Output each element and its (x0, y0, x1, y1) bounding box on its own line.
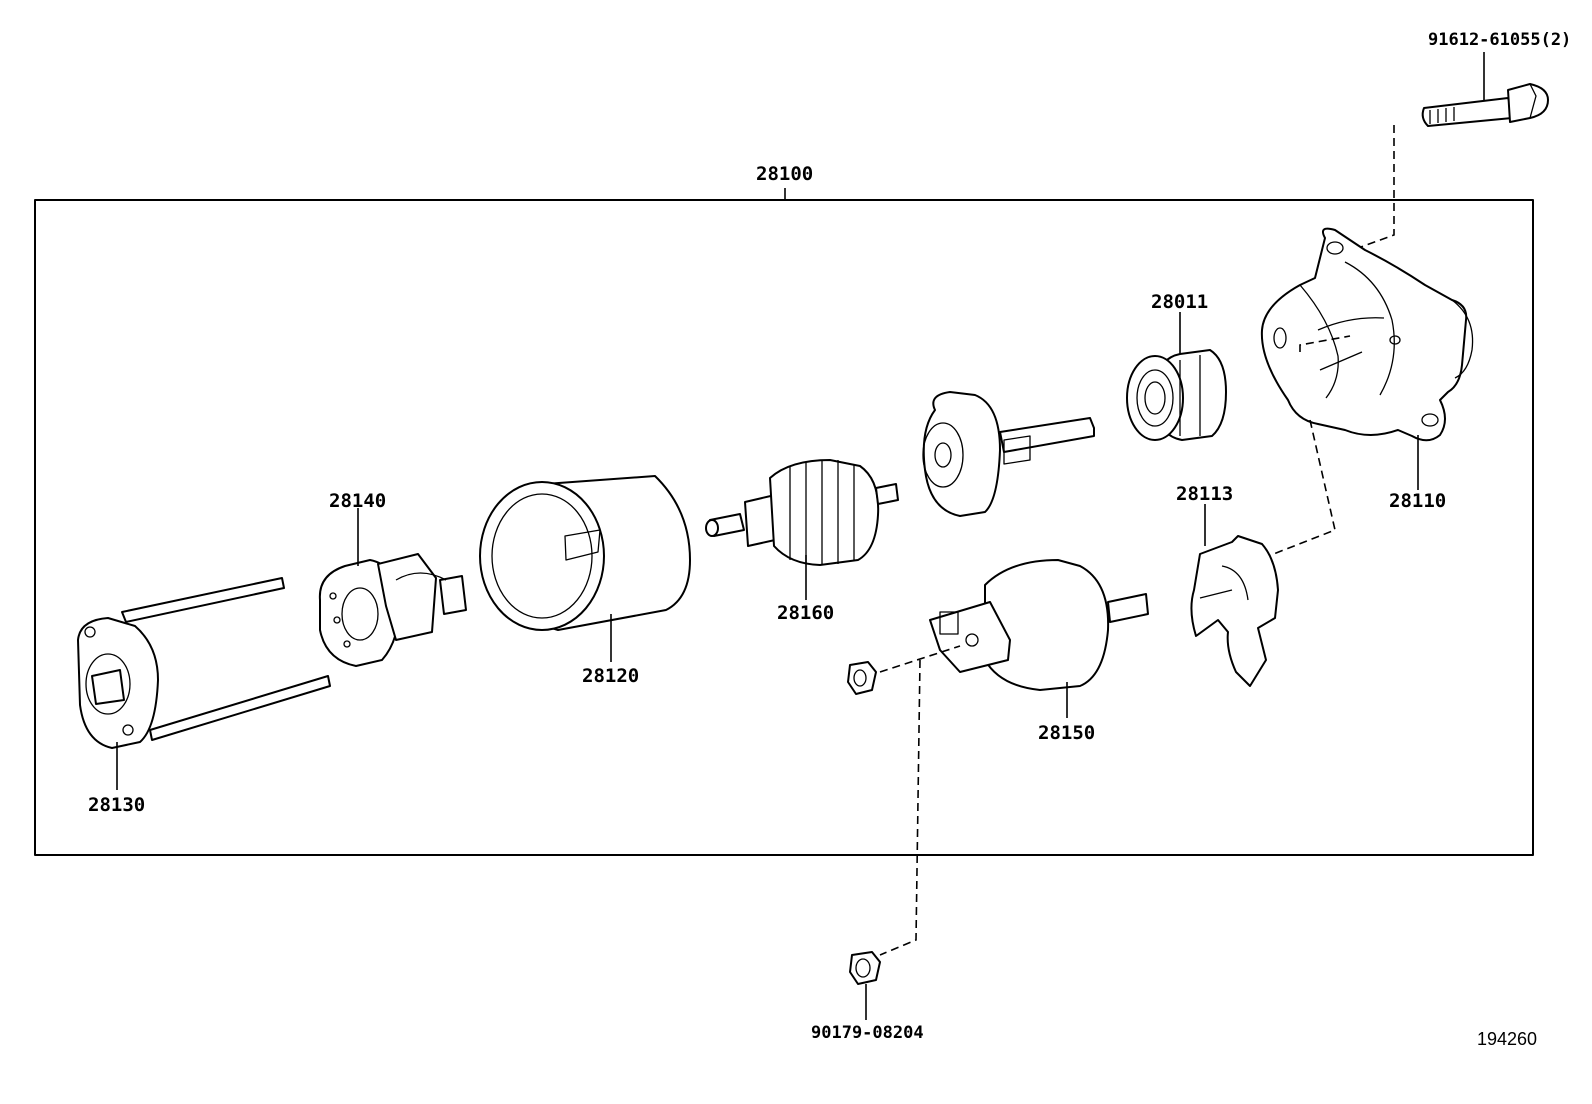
label-yoke: 28120 (582, 665, 640, 687)
housing-part (1260, 227, 1474, 442)
nut-inner-part (847, 661, 877, 695)
label-assembly: 28100 (756, 163, 814, 185)
label-end-frame: 28130 (88, 794, 146, 816)
label-magnetic-switch: 28150 (1038, 722, 1096, 744)
armature-part (705, 459, 899, 566)
label-housing: 28110 (1389, 490, 1447, 512)
clutch-part (1126, 349, 1227, 441)
bolt-part (1421, 83, 1549, 127)
end-frame-part (77, 577, 331, 749)
figure-number: 194260 (1477, 1029, 1538, 1049)
nut-part (849, 951, 881, 985)
yoke-part (479, 475, 691, 631)
center-bearing-part (922, 391, 1095, 517)
label-clutch: 28011 (1151, 291, 1209, 313)
label-bolt: 91612-61055(2) (1428, 30, 1572, 50)
label-nut: 90179-08204 (811, 1023, 924, 1043)
brush-holder-part (318, 553, 467, 667)
label-brush-holder: 28140 (329, 490, 387, 512)
magnetic-switch-part (929, 559, 1149, 691)
assembly-frame (34, 199, 1534, 856)
drive-lever-part (1190, 535, 1279, 687)
label-drive-lever: 28113 (1176, 483, 1234, 505)
label-armature: 28160 (777, 602, 835, 624)
